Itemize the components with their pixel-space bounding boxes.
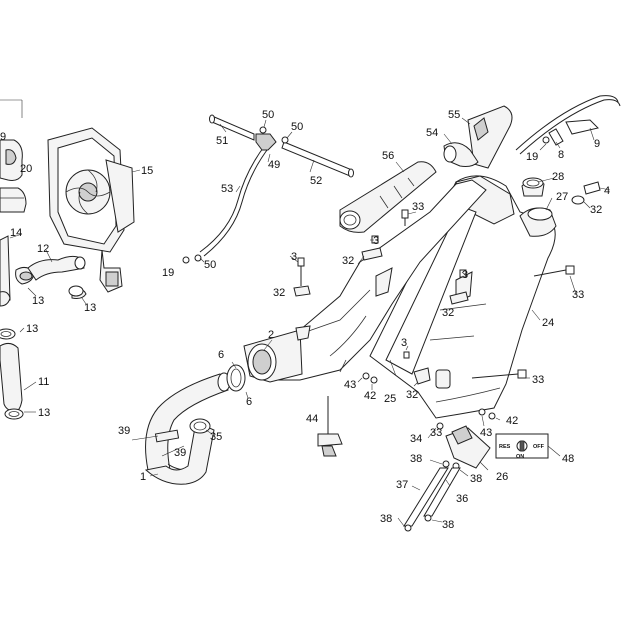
callout-42-b: 42: [506, 415, 518, 427]
callout-53: 53: [221, 183, 233, 195]
callout-13-c: 13: [26, 323, 38, 335]
callout-19-b: 19: [526, 151, 538, 163]
callout-2: 2: [268, 329, 274, 341]
intake-parts: [339, 105, 513, 233]
callout-33-a: 33: [412, 201, 424, 213]
callout-43-b: 43: [480, 427, 492, 439]
left-radiator-parts: [0, 99, 87, 420]
switch-label-on: ON: [516, 454, 524, 460]
callout-4: 4: [604, 185, 610, 197]
callout-19-a: 19: [162, 267, 174, 279]
callout-3-d: 3: [401, 337, 407, 349]
callout-25: 25: [384, 393, 396, 405]
callout-27: 27: [556, 191, 568, 203]
switch-label-off: OFF: [533, 444, 545, 450]
callout-38-c: 38: [380, 513, 392, 525]
callout-20: 20: [20, 163, 32, 175]
callout-28: 28: [552, 171, 564, 183]
callout-9-right: 9: [594, 138, 600, 150]
callout-32-c: 32: [273, 287, 285, 299]
fuel-tap-26: [397, 422, 491, 532]
callout-1: 1: [140, 471, 146, 483]
callout-32-e: 32: [406, 389, 418, 401]
callout-39-a: 39: [118, 425, 130, 437]
callout-32-b: 32: [342, 255, 354, 267]
fasteners: [289, 181, 611, 457]
callout-9-left: 9: [0, 131, 6, 143]
breather-hoses: [182, 114, 354, 264]
callout-42-a: 42: [364, 390, 376, 402]
airbox-2: [243, 179, 487, 383]
callout-8: 8: [558, 149, 564, 161]
callout-6-a: 6: [218, 349, 224, 361]
callout-3-b: 3: [291, 251, 297, 263]
callout-39-b: 39: [174, 447, 186, 459]
callout-13-a: 13: [32, 295, 44, 307]
callout-26: 26: [496, 471, 508, 483]
callout-48: 48: [562, 453, 574, 465]
callout-32-d: 32: [442, 307, 454, 319]
callout-33-d: 33: [430, 427, 442, 439]
callout-55: 55: [448, 109, 460, 121]
callout-38-a: 38: [410, 453, 422, 465]
callout-52: 52: [310, 175, 322, 187]
callout-50-c: 50: [204, 259, 216, 271]
callout-44: 44: [306, 413, 318, 425]
callout-51: 51: [216, 135, 228, 147]
callout-13-b: 13: [84, 302, 96, 314]
callout-12: 12: [37, 243, 49, 255]
callout-3-a: 3: [373, 235, 379, 247]
fuel-switch-48: RES OFF ON: [495, 433, 561, 460]
callout-38-b: 38: [470, 473, 482, 485]
callout-43-a: 43: [344, 379, 356, 391]
callout-3-c: 3: [462, 269, 468, 281]
callout-50-a: 50: [262, 109, 274, 121]
switch-label-res: RES: [499, 444, 511, 450]
callout-11: 11: [38, 376, 49, 388]
coolant-hose-12: [27, 249, 86, 281]
callout-15: 15: [141, 165, 153, 177]
callout-50-b: 50: [291, 121, 303, 133]
callout-34: 34: [410, 433, 422, 445]
callout-35: 35: [210, 431, 222, 443]
callout-49: 49: [268, 159, 280, 171]
callout-14: 14: [10, 227, 22, 239]
callout-36: 36: [456, 493, 468, 505]
callout-32-a: 32: [590, 204, 602, 216]
callout-labels: 9 20 14 12 13 13 13 11 13 15 51 50 50 49…: [0, 109, 610, 531]
callout-6-b: 6: [246, 396, 252, 408]
callout-54: 54: [426, 127, 438, 139]
callout-24: 24: [542, 317, 554, 329]
callout-33-c: 33: [532, 374, 544, 386]
callout-37: 37: [396, 479, 408, 491]
callout-56: 56: [382, 150, 394, 162]
exhaust-pipe-1: [131, 361, 249, 485]
callout-13-d: 13: [38, 407, 50, 419]
callout-38-d: 38: [442, 519, 454, 531]
radiator-fan-15: [47, 127, 141, 293]
throttle-cable: [515, 95, 621, 155]
callout-33-b: 33: [572, 289, 584, 301]
